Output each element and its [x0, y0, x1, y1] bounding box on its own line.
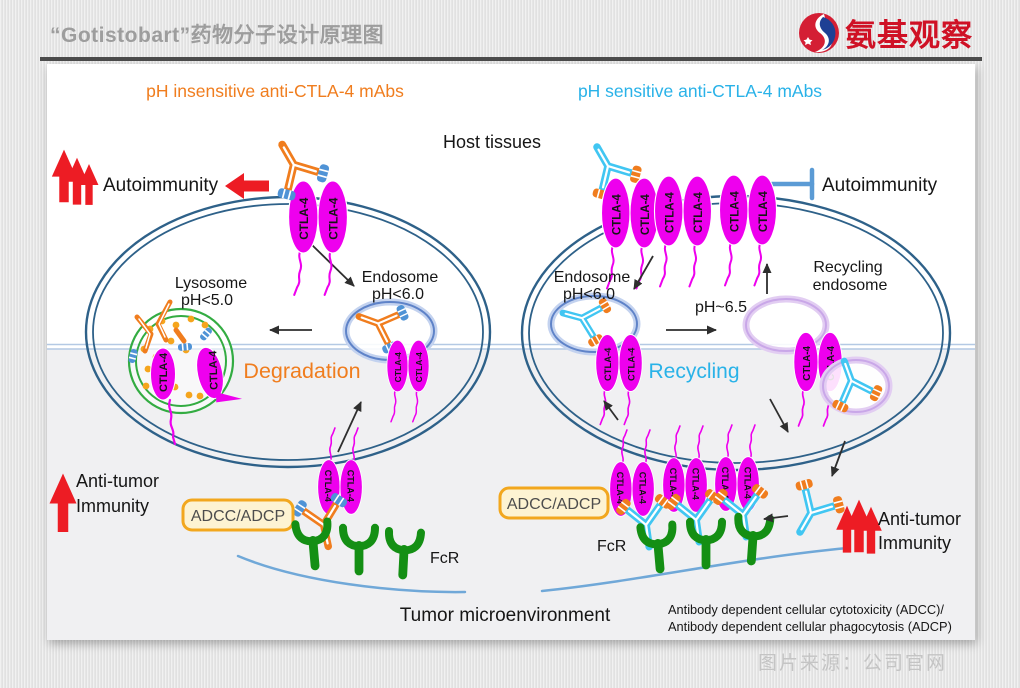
adcc-adcp-label-left: ADCC/ADCP	[191, 508, 285, 525]
left-column-title: pH insensitive anti-CTLA-4 mAbs	[146, 81, 404, 101]
adcc-adcp-label-right: ADCC/ADCP	[507, 496, 601, 513]
host-tissues-label: Host tissues	[443, 132, 541, 152]
ctla4-label: CTLA-4	[207, 350, 220, 390]
inhibition-bar	[769, 167, 815, 201]
lysosome-ph-label: pH<5.0	[181, 292, 233, 309]
brand-logo-lockup: 氨基观察	[797, 10, 973, 55]
red-left-arrow	[225, 173, 269, 199]
ctla4-pair	[718, 174, 778, 287]
recycling-endosome	[742, 295, 844, 427]
arrow-vesicle-down	[830, 440, 846, 477]
autoimmunity-left-label: Autoimmunity	[103, 175, 219, 196]
caption-adcc: Antibody dependent cellular cytotoxicity…	[668, 602, 944, 617]
lysosome-label: Lysosome	[175, 275, 247, 292]
fcr-label-right: FcR	[597, 538, 626, 555]
tumor-microenvironment-label: Tumor microenvironment	[400, 605, 611, 626]
image-source-credit: 图片来源：公司官网	[758, 653, 948, 674]
autoimmunity-right-label: Autoimmunity	[822, 175, 938, 196]
adcc-adcp-box-right	[498, 486, 610, 520]
lysosome: CTLA-4 CTLA-4	[127, 299, 243, 446]
arrow-up-left	[603, 400, 619, 421]
ph65-label: pH~6.5	[695, 299, 747, 316]
recycling-endosome-line2: endosome	[813, 277, 888, 294]
endosome-right-label: Endosome	[554, 269, 631, 286]
autoimmunity-up-arrows-left	[52, 150, 99, 205]
arrow-to-endosome-right	[633, 255, 654, 290]
arrow-down-right	[769, 398, 789, 433]
degradation-label: Degradation	[243, 359, 360, 383]
page-title: “Gotistobart”药物分子设计原理图	[50, 24, 385, 47]
recycling-endosome-line1: Recycling	[813, 259, 882, 276]
star-icon	[803, 36, 813, 45]
lysosome-degraded-contents: CTLA-4 CTLA-4	[127, 299, 243, 446]
arrow-internalization-left	[337, 401, 362, 453]
anti-tumor-left-line1: Anti-tumor	[76, 471, 159, 491]
brand-name: 氨基观察	[845, 18, 973, 53]
anti-tumor-left-line2: Immunity	[76, 496, 149, 516]
anti-tumor-right-line2: Immunity	[878, 533, 951, 553]
ctla4-label: CTLA-4	[158, 352, 170, 392]
anti-tumor-right-line1: Anti-tumor	[878, 509, 961, 529]
caption-adcp: Antibody dependent cellular phagocytosis…	[668, 619, 952, 634]
endosome-left-ph-label: pH<6.0	[372, 286, 424, 303]
ctla4-pair	[653, 175, 713, 288]
fcr-label-left: FcR	[430, 550, 459, 567]
brand-logo-icon	[799, 12, 839, 53]
header-divider	[40, 57, 982, 61]
endosome-right	[547, 288, 644, 426]
endosome-left	[342, 291, 438, 423]
right-column-title: pH sensitive anti-CTLA-4 mAbs	[578, 81, 822, 101]
adcc-adcp-box-left	[181, 498, 295, 532]
diagram-panel: CTLA-4 CTLA-4	[47, 64, 975, 640]
recycling-vesicle	[818, 352, 893, 418]
recycling-label: Recycling	[648, 360, 739, 383]
tumor-cell-membrane-right	[540, 546, 850, 593]
tumor-cell-membrane-left	[236, 554, 467, 594]
mechanism-diagram: CTLA-4 CTLA-4	[47, 81, 975, 640]
arrow-antibody-binding	[763, 513, 789, 523]
endosome-right-ph-label: pH<6.0	[563, 286, 615, 303]
endosome-left-label: Endosome	[362, 269, 439, 286]
